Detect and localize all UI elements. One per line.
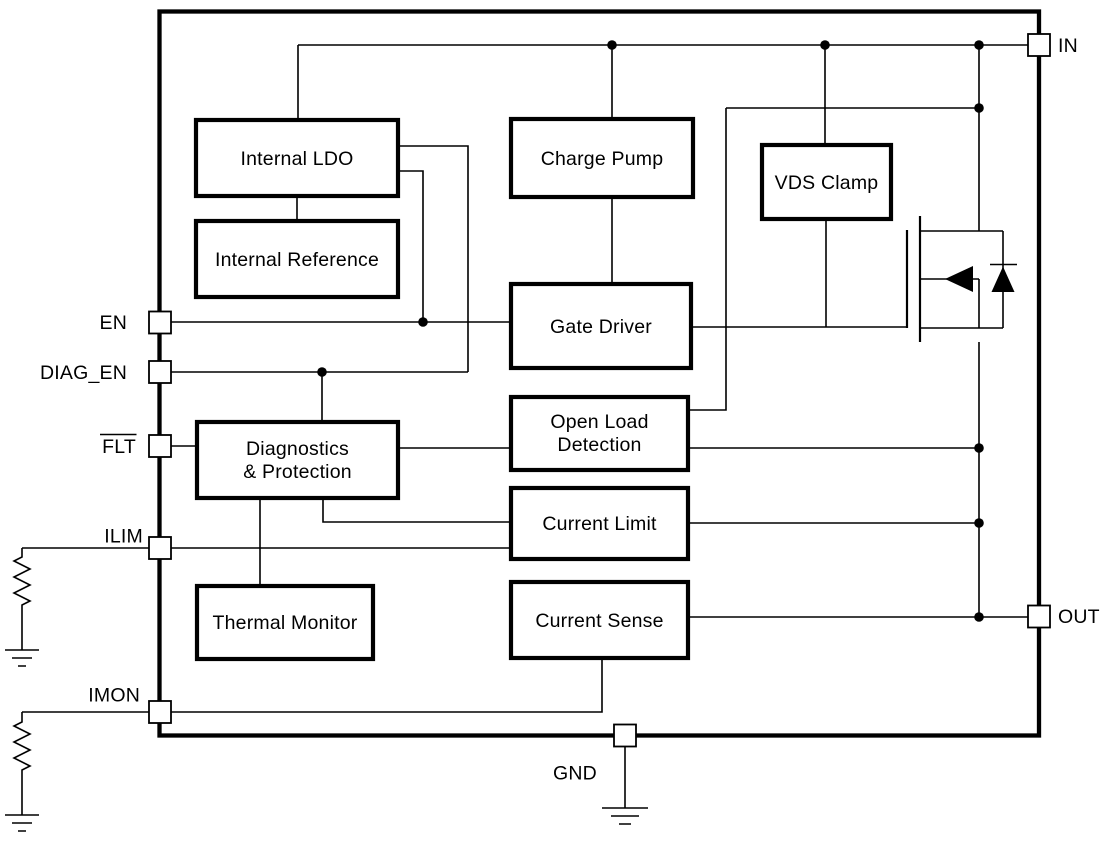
junction-dot [974, 103, 984, 113]
junction-dot [820, 40, 830, 50]
mosfet-body-arrow-icon [945, 266, 973, 292]
function-blocks: Internal LDO Internal Reference Charge P… [193, 116, 894, 662]
pin-gnd [613, 723, 637, 748]
junction-dot [418, 317, 428, 327]
junction-dot [317, 367, 327, 377]
block-charge-pump: Charge Pump [508, 116, 696, 200]
pin-label-diag-en: DIAG_EN [40, 362, 127, 384]
block-label: Current Sense [535, 610, 663, 632]
pin-label-ilim: ILIM [104, 526, 143, 548]
diag-to-current-limit [322, 498, 511, 523]
block-internal-ldo: Internal LDO [193, 117, 401, 199]
gnd-ground-symbol [602, 807, 648, 825]
block-label: Charge Pump [541, 148, 664, 170]
ilim-resistor-symbol [12, 548, 32, 650]
block-current-sense: Current Sense [508, 579, 691, 661]
junction-dot [974, 518, 984, 528]
block-label: Thermal Monitor [213, 612, 358, 634]
pin-label-out: OUT [1058, 606, 1100, 628]
pin-label-flt: FLT [102, 436, 136, 458]
block-label: Diagnostics [246, 438, 349, 460]
pin-diag-en [148, 360, 172, 384]
block-thermal-monitor: Thermal Monitor [194, 583, 376, 662]
pin-en [148, 310, 172, 335]
diag-en-net [165, 371, 468, 422]
block-internal-reference: Internal Reference [193, 218, 401, 300]
block-vds-clamp: VDS Clamp [759, 142, 894, 222]
pin-in [1027, 33, 1051, 57]
imon-net [22, 658, 603, 713]
block-label: Internal LDO [241, 148, 354, 170]
junction-dot [607, 40, 617, 50]
external-components [5, 548, 648, 832]
pin-label-in: IN [1058, 35, 1078, 57]
pin-flt [148, 434, 172, 458]
block-label: Internal Reference [215, 249, 379, 271]
pin-out [1027, 604, 1051, 629]
junction-dot [974, 40, 984, 50]
junction-dots [317, 40, 984, 622]
pin-label-imon: IMON [88, 685, 140, 707]
pin-label-gnd: GND [553, 763, 597, 785]
block-gate-driver: Gate Driver [508, 281, 694, 371]
block-label: VDS Clamp [775, 172, 879, 194]
block-label: Gate Driver [550, 316, 652, 338]
junction-dot [974, 443, 984, 453]
junction-dot [974, 612, 984, 622]
pin-labels: IN EN DIAG_EN FLT ILIM IMON OUT GND [40, 35, 1100, 785]
in-supply-net [297, 44, 1039, 411]
mosfet-symbol [905, 216, 1017, 342]
block-label: Current Limit [542, 513, 657, 535]
ldo-enable-net [296, 145, 469, 372]
block-current-limit: Current Limit [508, 485, 691, 562]
block-label: Open Load [550, 411, 648, 433]
block-label: & Protection [243, 461, 352, 483]
pin-label-en: EN [100, 312, 128, 334]
block-diagnostics-protection: Diagnostics & Protection [194, 419, 401, 501]
pin-imon [148, 700, 172, 724]
ilim-ground-symbol [5, 649, 39, 667]
body-diode-arrow-icon [991, 266, 1015, 292]
imon-ground-symbol [5, 814, 39, 832]
pins [148, 33, 1051, 748]
block-open-load-detection: Open Load Detection [508, 394, 691, 473]
pin-ilim [148, 536, 172, 560]
block-label: Detection [557, 434, 641, 456]
imon-resistor-symbol [12, 712, 32, 815]
